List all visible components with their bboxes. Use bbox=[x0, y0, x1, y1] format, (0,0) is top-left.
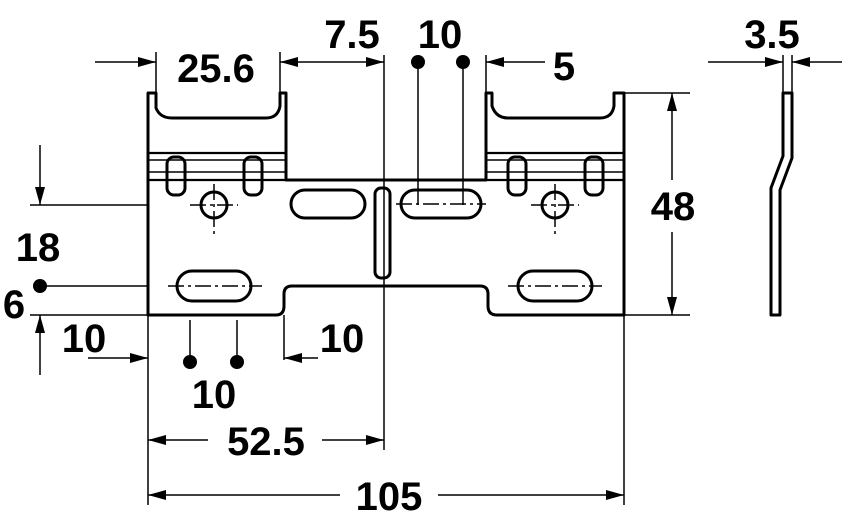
tab-slot-right-2 bbox=[583, 155, 605, 197]
dim-label-7-5: 7.5 bbox=[324, 13, 380, 57]
dim-label-48: 48 bbox=[651, 185, 696, 229]
mid-slot-left bbox=[289, 188, 367, 220]
plate-front-view bbox=[146, 91, 626, 317]
dim-label-5: 5 bbox=[553, 45, 575, 89]
dimension-labels: 25.6 7.5 10 5 3.5 48 18 6 10 10 10 52.5 … bbox=[3, 13, 800, 519]
tab-slot-right-1 bbox=[506, 155, 528, 197]
extension-lines bbox=[30, 52, 793, 505]
side-profile bbox=[769, 91, 794, 317]
dimension-lines bbox=[33, 55, 842, 500]
mid-slot-right bbox=[399, 188, 483, 220]
dim-label-52-5: 52.5 bbox=[227, 420, 305, 464]
dim-label-10-left: 10 bbox=[62, 317, 107, 361]
center-vertical-slot bbox=[373, 186, 392, 280]
dim-label-6: 6 bbox=[3, 283, 25, 327]
tab-slot-left-1 bbox=[165, 155, 187, 197]
dim-label-105: 105 bbox=[356, 475, 423, 519]
dim-label-3-5: 3.5 bbox=[744, 13, 800, 57]
plate-side-view bbox=[769, 91, 794, 317]
tab-slot-left-2 bbox=[242, 155, 264, 197]
dim-label-10-top: 10 bbox=[418, 13, 463, 57]
dim-label-18: 18 bbox=[16, 226, 61, 270]
plate-outline bbox=[146, 91, 626, 317]
dim-label-10-center-bottom: 10 bbox=[320, 317, 365, 361]
dim-label-10-bottom: 10 bbox=[192, 373, 237, 417]
dim-label-25-6: 25.6 bbox=[177, 47, 255, 91]
